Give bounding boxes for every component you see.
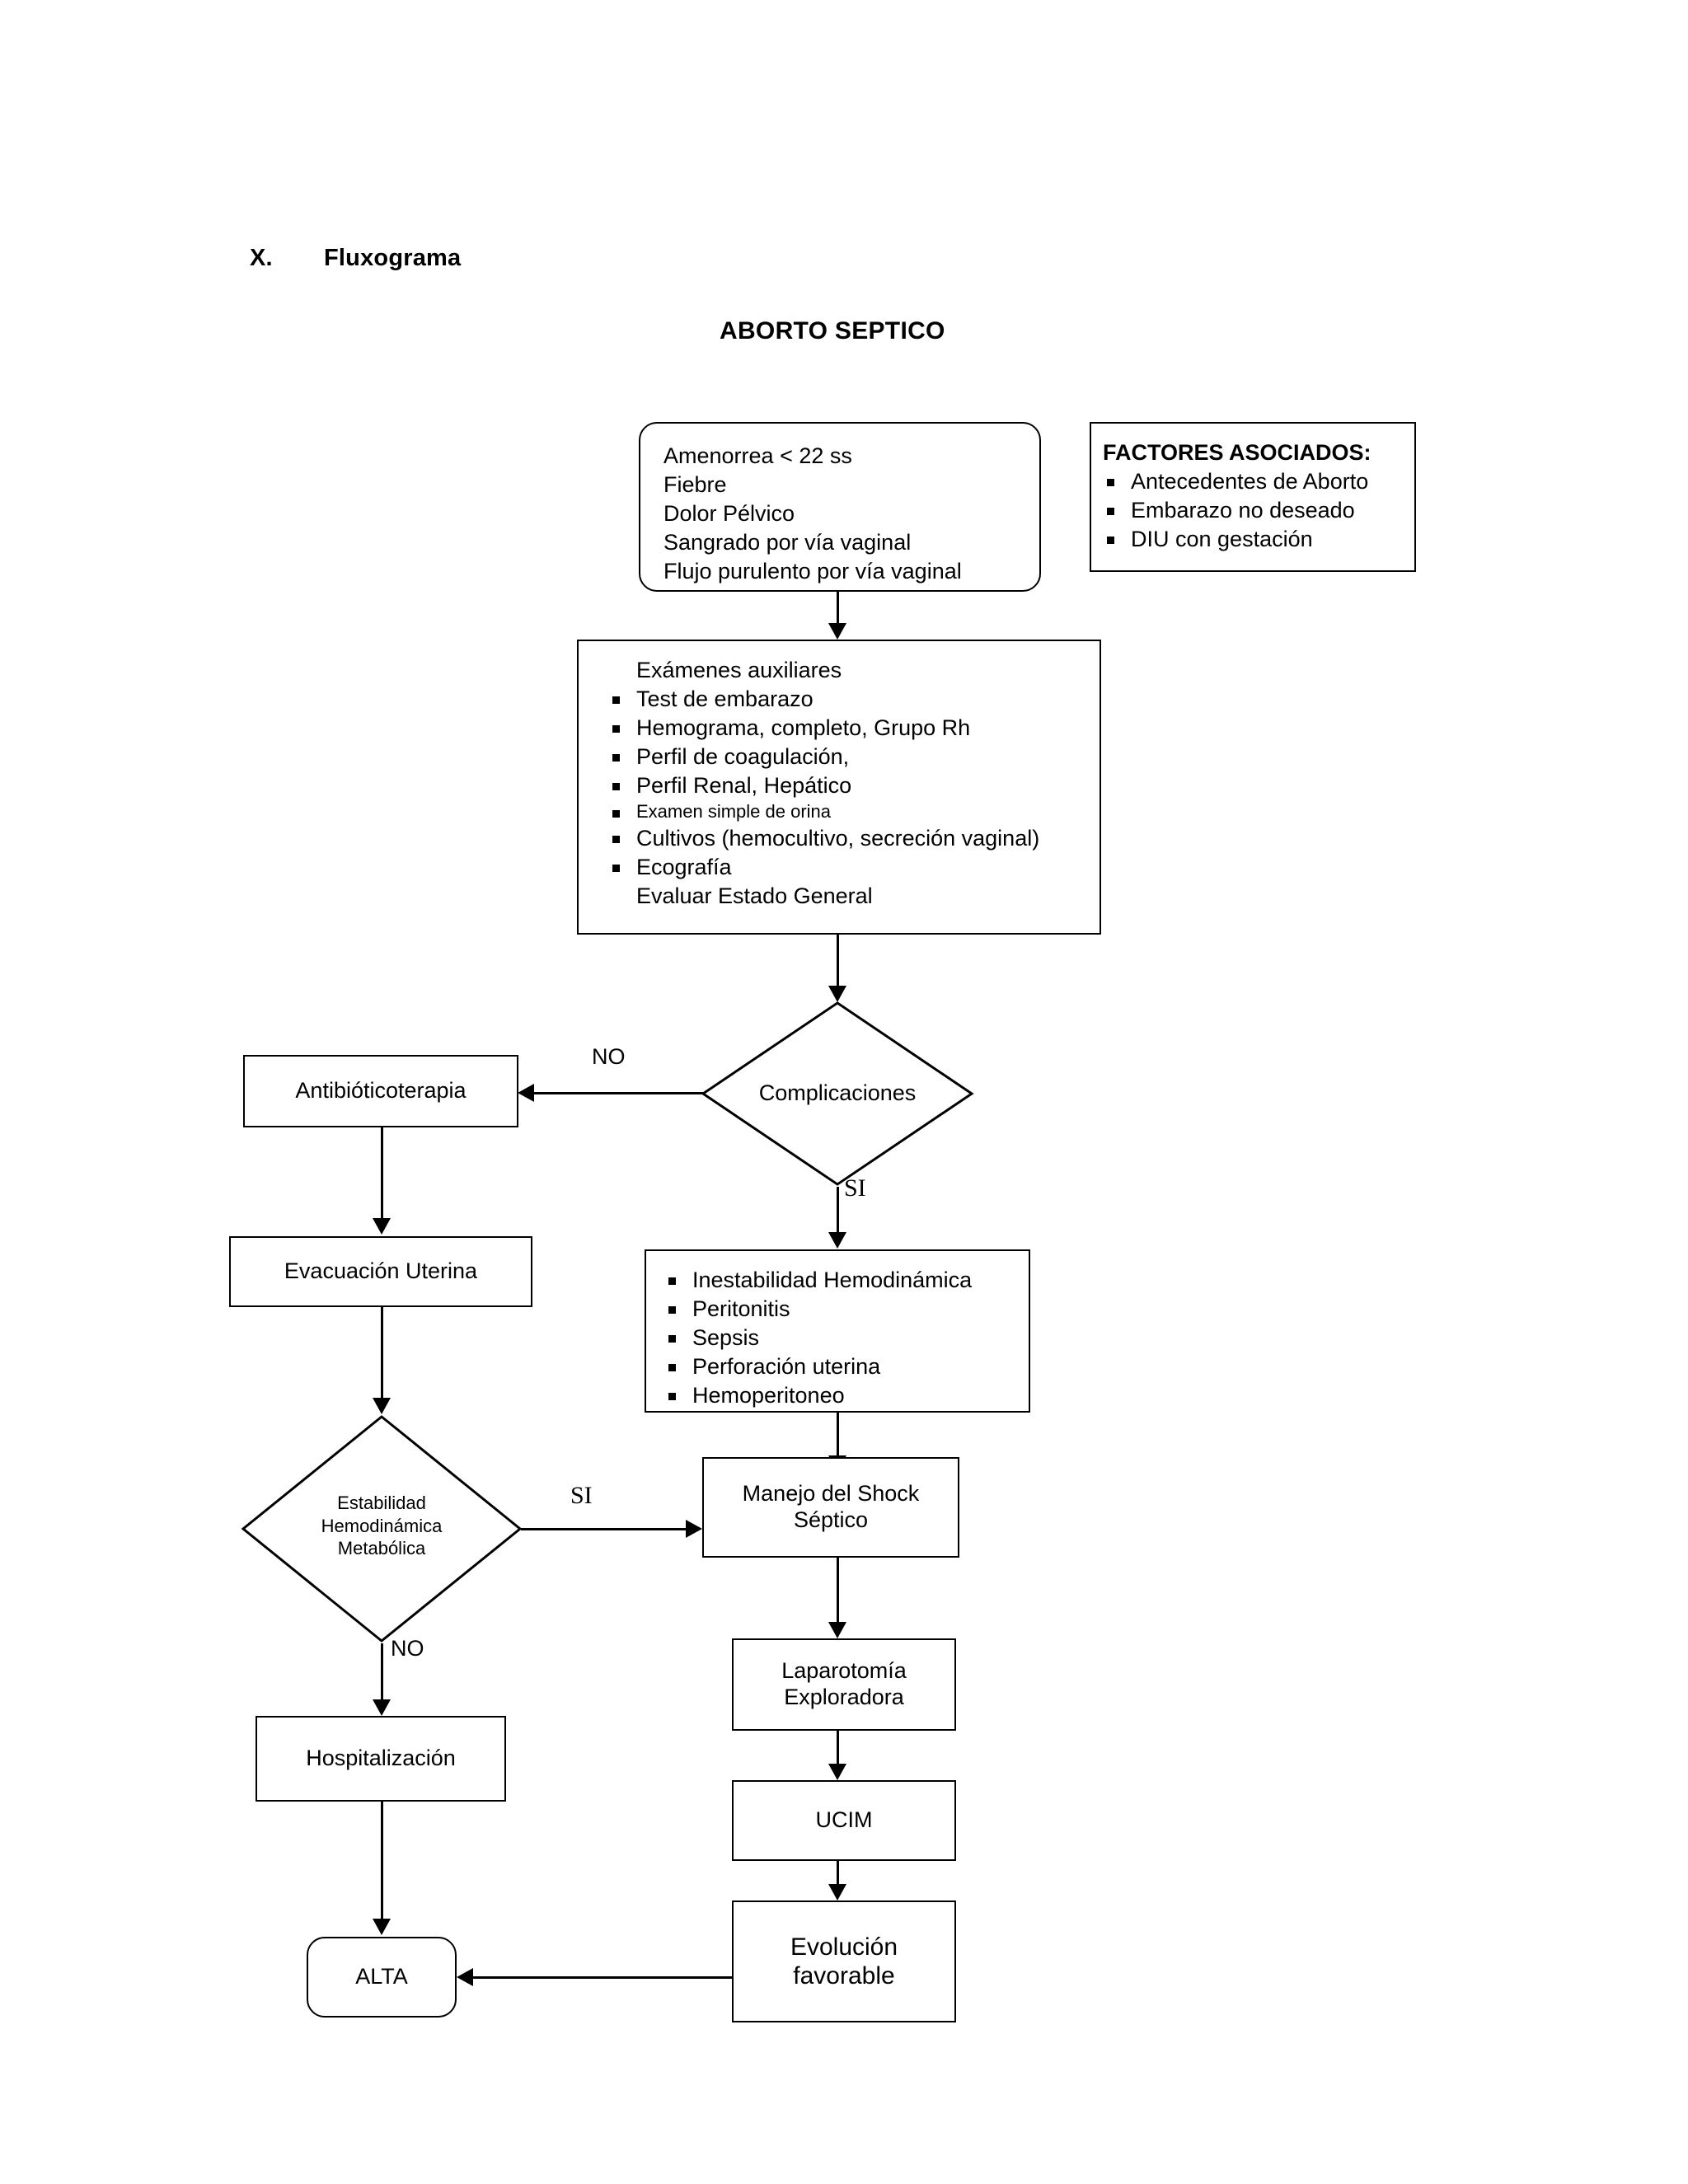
arrowhead-down [828, 623, 846, 640]
discharge-label: ALTA [355, 1964, 408, 1990]
associated-factors-list: Antecedentes de Aborto Embarazo no desea… [1103, 467, 1414, 554]
antibiotic-therapy-label: Antibióticoterapia [295, 1078, 467, 1104]
laparotomy-line: Exploradora [784, 1685, 904, 1709]
arrowhead-down [373, 1218, 391, 1235]
complications-decision-diamond: Complicaciones [701, 1001, 974, 1187]
laparotomy-line: Laparotomía [781, 1658, 907, 1684]
list-item: Sepsis [664, 1324, 1029, 1352]
connector-stability-no [381, 1643, 383, 1701]
stability-decision-label: Estabilidad Hemodinámica Metabólica [241, 1492, 523, 1560]
associated-factors-title: FACTORES ASOCIADOS: [1103, 440, 1372, 465]
ucim-label: UCIM [815, 1807, 873, 1833]
arrowhead-down [373, 1919, 391, 1935]
section-heading: X. Fluxograma [250, 245, 461, 272]
section-title: Fluxograma [324, 245, 462, 271]
arrowhead-left [457, 1968, 473, 1986]
diamond-shape [241, 1415, 523, 1643]
connector-evolution-to-discharge [473, 1976, 732, 1979]
stability-line: Hemodinámica [321, 1515, 443, 1536]
list-item: DIU con gestación [1103, 525, 1414, 554]
list-item: Examen simple de orina [608, 800, 1100, 824]
discharge-box: ALTA [307, 1937, 457, 2018]
edge-label-si: SI [844, 1174, 866, 1202]
ucim-box: UCIM [732, 1780, 956, 1861]
connector-antibiotics-to-evacuation [381, 1127, 383, 1218]
antibiotic-therapy-box: Antibióticoterapia [243, 1055, 518, 1127]
list-item: Perfil de coagulación, [608, 743, 1100, 771]
list-item: Antecedentes de Aborto [1103, 467, 1414, 496]
list-item: Ecografía [608, 853, 1100, 882]
symptom-line: Sangrado por vía vaginal [663, 530, 912, 555]
evolution-line: Evolución [790, 1933, 898, 1961]
list-item: Test de embarazo [608, 685, 1100, 714]
section-number: X. [250, 245, 273, 271]
stability-line: Estabilidad [337, 1493, 426, 1513]
uterine-evacuation-box: Evacuación Uterina [229, 1236, 532, 1307]
complications-list-box: Inestabilidad Hemodinámica Peritonitis S… [645, 1249, 1030, 1413]
list-item: Cultivos (hemocultivo, secreción vaginal… [608, 824, 1100, 853]
stability-line: Metabólica [337, 1538, 426, 1558]
arrowhead-down [828, 1232, 846, 1249]
auxiliary-exams-box: Exámenes auxiliares Test de embarazo Hem… [577, 640, 1101, 935]
arrowhead-down [373, 1398, 391, 1414]
septic-shock-line: Séptico [793, 1507, 869, 1532]
hospitalization-label: Hospitalización [306, 1746, 456, 1771]
arrowhead-down [828, 1764, 846, 1780]
septic-shock-management-box: Manejo del Shock Séptico [702, 1457, 959, 1558]
arrowhead-down [828, 1884, 846, 1900]
symptom-line: Dolor Pélvico [663, 501, 795, 527]
list-item: Perfil Renal, Hepático [608, 771, 1100, 800]
connector-complications-si [837, 1187, 839, 1235]
connector-ucim-to-evolution [837, 1861, 839, 1886]
auxiliary-exams-list: Test de embarazo Hemograma, completo, Gr… [608, 685, 1100, 882]
stability-decision-diamond: Estabilidad Hemodinámica Metabólica [241, 1414, 523, 1643]
exploratory-laparotomy-box: Laparotomía Exploradora [732, 1638, 956, 1731]
symptom-line: Fiebre [663, 472, 727, 498]
chart-title: ABORTO SEPTICO [720, 317, 945, 344]
arrowhead-down [828, 1622, 846, 1638]
list-item: Peritonitis [664, 1295, 1029, 1324]
arrowhead-right [686, 1520, 702, 1538]
connector-laparotomy-to-ucim [837, 1731, 839, 1765]
connector-stability-si [521, 1528, 686, 1530]
septic-shock-line: Manejo del Shock [742, 1481, 920, 1507]
associated-factors-box: FACTORES ASOCIADOS: Antecedentes de Abor… [1090, 422, 1416, 572]
edge-label-no: NO [592, 1044, 626, 1069]
edge-label-si: SI [570, 1482, 593, 1509]
favorable-evolution-box: Evolución favorable [732, 1900, 956, 2022]
edge-label-no: NO [391, 1636, 424, 1661]
list-item: Embarazo no deseado [1103, 496, 1414, 525]
auxiliary-exams-footer: Evaluar Estado General [636, 883, 873, 909]
symptoms-box: Amenorrea < 22 ss Fiebre Dolor Pélvico S… [639, 422, 1041, 592]
hospitalization-box: Hospitalización [256, 1716, 506, 1802]
complications-list: Inestabilidad Hemodinámica Peritonitis S… [664, 1266, 1029, 1410]
connector-complications-no [534, 1092, 704, 1094]
symptom-line: Amenorrea < 22 ss [663, 443, 852, 468]
list-item: Hemoperitoneo [664, 1381, 1029, 1410]
connector-evacuation-to-stability [381, 1307, 383, 1398]
connector-shock-to-laparotomy [837, 1558, 839, 1622]
list-item: Perforación uterina [664, 1352, 1029, 1381]
auxiliary-exams-title: Exámenes auxiliares [636, 658, 842, 682]
connector-symptoms-to-exams [837, 592, 839, 625]
diamond-shape [701, 1001, 974, 1186]
connector-exams-to-complications [837, 935, 839, 986]
connector-hospitalization-to-discharge [381, 1802, 383, 1919]
arrowhead-down [828, 986, 846, 1002]
uterine-evacuation-label: Evacuación Uterina [284, 1258, 478, 1284]
list-item: Hemograma, completo, Grupo Rh [608, 714, 1100, 743]
arrowhead-left [518, 1084, 534, 1102]
evolution-line: favorable [793, 1962, 895, 1990]
list-item: Inestabilidad Hemodinámica [664, 1266, 1029, 1295]
symptom-line: Flujo purulento por vía vaginal [663, 559, 962, 584]
arrowhead-down [373, 1699, 391, 1716]
connector-complications-to-shock [837, 1413, 839, 1455]
complications-decision-label: Complicaciones [758, 1080, 917, 1105]
